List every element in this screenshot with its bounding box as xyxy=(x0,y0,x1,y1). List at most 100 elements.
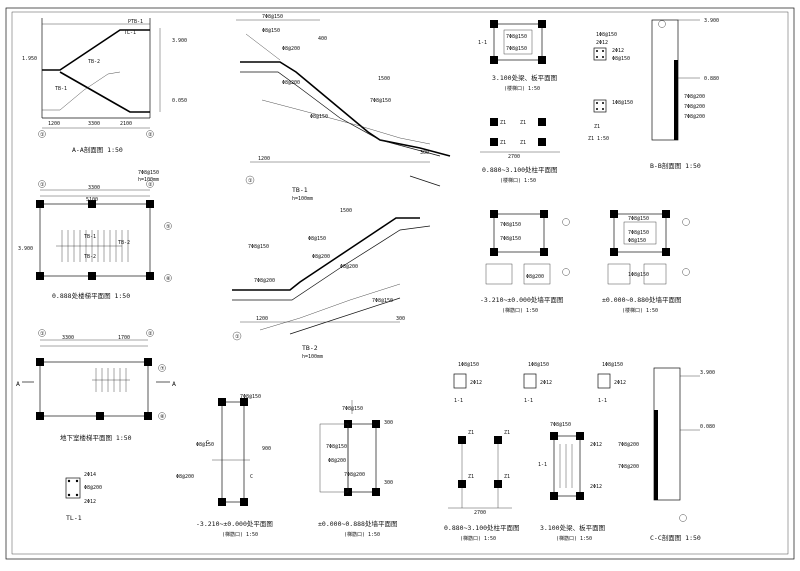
cc-elev-1: 3.900 xyxy=(700,370,715,376)
plan-0880-3100-bottom: Z1 Z1 Z1 Z1 2700 0.880~3.100处柱平面图 (梯筋口) … xyxy=(444,430,520,542)
cc-title: C-C剖面图 1:50 xyxy=(650,533,701,542)
stair-plan-0888: ① ② ⑤ ⑧ 3300 5100 TB-1 TB-2 TB-2 3.900 7… xyxy=(18,170,172,300)
aa-label-ptb1: PTB-1 xyxy=(128,19,143,25)
bb-title: B-B剖面图 1:50 xyxy=(650,161,701,170)
tl1-section: 2Φ14 Φ8@200 2Φ12 TL-1 xyxy=(65,472,102,522)
tb1-rebar-3: Φ8@200 xyxy=(282,46,300,52)
pc-z1-a: Z1 xyxy=(468,430,474,436)
p3210t-sub: (梯筋口) 1:50 xyxy=(502,307,538,314)
tb2-thickness: h=100mm xyxy=(302,354,323,360)
bp-axis-7: ⑦ xyxy=(160,366,165,372)
aa-elev-3: 0.050 xyxy=(172,98,187,104)
pct-z1-a: Z1 xyxy=(500,120,506,126)
p0888-title: 0.888处楼梯平面图 1:50 xyxy=(52,291,130,300)
tb2-reinforcement-view: ① 7Φ8@150 Φ8@150 Φ8@200 7Φ8@200 Φ8@200 7… xyxy=(232,208,431,360)
tl1-rebar-top: 2Φ14 xyxy=(84,472,96,478)
p3100t-sub: (楼梯口) 1:50 xyxy=(504,85,540,92)
p3210b-rebar-3: Φ8@200 xyxy=(176,474,194,480)
bb-elev-2: 0.880 xyxy=(704,76,719,82)
p0888-label-tb2b: TB-2 xyxy=(118,240,130,246)
tb2-dim-1500: 1500 xyxy=(340,208,352,214)
pc-title: 0.880~3.100处柱平面图 xyxy=(444,523,520,532)
p0888-rebar: 7Φ8@150 xyxy=(138,170,159,176)
tb1-thickness: h=100mm xyxy=(292,196,313,202)
tb2-rebar-1: 7Φ8@150 xyxy=(248,244,269,250)
tb2-rebar-4: 7Φ8@200 xyxy=(254,278,275,284)
pct-z1-c: Z1 xyxy=(500,140,506,146)
bdb-rebar-1: 1Φ8@150 xyxy=(458,362,479,368)
ppm-sub: (梯筋口) 1:50 xyxy=(344,531,380,538)
cc-rebar-2: 7Φ8@200 xyxy=(618,464,639,470)
tb1-rebar-1: 7Φ8@150 xyxy=(262,14,283,20)
bdb-cut-2: 1-1 xyxy=(524,398,533,404)
p3210b-title: -3.210~±0.000处平面图 xyxy=(196,519,273,528)
bp-axis-2: ② xyxy=(148,331,153,337)
p3100b-cut: 1-1 xyxy=(538,462,547,468)
p3100b-rebar-3: 2Φ12 xyxy=(590,484,602,490)
pct-z1-d: Z1 xyxy=(520,140,526,146)
sheet-frame xyxy=(5,7,795,560)
cdt-stirrup: Φ8@150 xyxy=(612,56,630,62)
tb1-dim-400: 400 xyxy=(318,36,327,42)
pc-z1-d: Z1 xyxy=(504,474,510,480)
bdb-rebar-5: 2Φ12 xyxy=(540,380,552,386)
bp-section-a-right: A xyxy=(172,380,176,388)
bdb-rebar-4: 2Φ12 xyxy=(470,380,482,386)
bb-rebar-3: 7Φ8@200 xyxy=(684,114,705,120)
tb1-title: TB-1 xyxy=(292,186,308,194)
tb1-dim-1500: 1500 xyxy=(378,76,390,82)
p3100b-rebar: 7Φ8@150 xyxy=(550,422,571,428)
p3210t-title: -3.210~±0.000处墙平面图 xyxy=(480,295,563,304)
p3100t-rebar-4: 2Φ12 xyxy=(596,40,608,46)
tb1-rebar-4: 7Φ8@150 xyxy=(370,98,391,104)
p0888-dim-3300: 3300 xyxy=(88,185,100,191)
p0888-axis-1: ① xyxy=(40,182,45,188)
ppmt-rebar-4: 1Φ8@150 xyxy=(628,272,649,278)
p0888-elev: 3.900 xyxy=(18,246,33,252)
cc-elev-2: 0.080 xyxy=(700,424,715,430)
aa-dim-3300: 3300 xyxy=(88,121,100,127)
pc-z1-b: Z1 xyxy=(504,430,510,436)
p0888-axis-2: ② xyxy=(148,182,153,188)
ppmt-rebar-2: 7Φ8@150 xyxy=(628,230,649,236)
ppm-rebar-4: 7Φ8@200 xyxy=(344,472,365,478)
cdt-rebar-1: 2Φ12 xyxy=(612,48,624,54)
cdt-rebar-2: 1Φ8@150 xyxy=(612,100,633,106)
ppmt-rebar-1: 7Φ8@150 xyxy=(628,216,649,222)
p0888-label-tb1: TB-1 xyxy=(84,234,96,240)
tb2-title: TB-2 xyxy=(302,344,318,352)
tb2-rebar-6: 7Φ8@150 xyxy=(372,298,393,304)
ppm-rebar-2: 7Φ8@150 xyxy=(326,444,347,450)
bb-elev-1: 3.900 xyxy=(704,18,719,24)
aa-label-tl1: TL-1 xyxy=(124,30,136,36)
tl1-stirrup: Φ8@200 xyxy=(84,485,102,491)
p3100t-title: 3.100处梁、板平面图 xyxy=(492,73,557,82)
p0888-dim-5100: 5100 xyxy=(86,197,98,203)
tb1-dim-1200: 1200 xyxy=(258,156,270,162)
cdt-z1: Z1 xyxy=(594,124,600,130)
plan-0880-3100-top: Z1 Z1 Z1 Z1 2700 0.880~3.100处柱平面图 (楼梯口) … xyxy=(480,118,560,184)
tb2-rebar-2: Φ8@150 xyxy=(308,236,326,242)
p0888-axis-5: ⑤ xyxy=(166,224,171,230)
tl1-rebar-bot: 2Φ12 xyxy=(84,499,96,505)
basement-stair-plan: ① ② ⑦ ⑧ 3300 1700 A A 地下室楼梯平面图 1:50 xyxy=(16,329,176,442)
bdb-rebar-3: 1Φ8@150 xyxy=(602,362,623,368)
bp-dim-1700: 1700 xyxy=(118,335,130,341)
ppm-dim-1: 300 xyxy=(384,420,393,426)
p3210b-cut-c1: C xyxy=(206,440,209,446)
ppm-dim-2: 300 xyxy=(384,480,393,486)
p3210b-rebar-2: Φ8@150 xyxy=(196,442,214,448)
cc-section-view: 3.900 0.080 7Φ8@200 7Φ8@200 C-C剖面图 1:50 xyxy=(618,367,715,542)
bb-rebar-1: 7Φ8@200 xyxy=(684,94,705,100)
tb1-axis-1: ① xyxy=(248,178,253,184)
p3210b-cut-c2: C xyxy=(250,474,253,480)
tb2-rebar-5: Φ8@200 xyxy=(340,264,358,270)
aa-section-view: ① ② PTB-1 TL-1 TB-2 TB-1 1.950 3.900 0.0… xyxy=(22,18,187,154)
plan-3100-top: 1-1 7Φ8@150 7Φ8@150 1Φ8@150 2Φ12 3.100处梁… xyxy=(478,20,617,92)
bp-axis-1: ① xyxy=(40,331,45,337)
p0888-label-tb2: TB-2 xyxy=(84,254,96,260)
pct-z1-b: Z1 xyxy=(520,120,526,126)
sheet-inner-frame xyxy=(11,11,789,555)
p3100t-rebar-3: 1Φ8@150 xyxy=(596,32,617,38)
